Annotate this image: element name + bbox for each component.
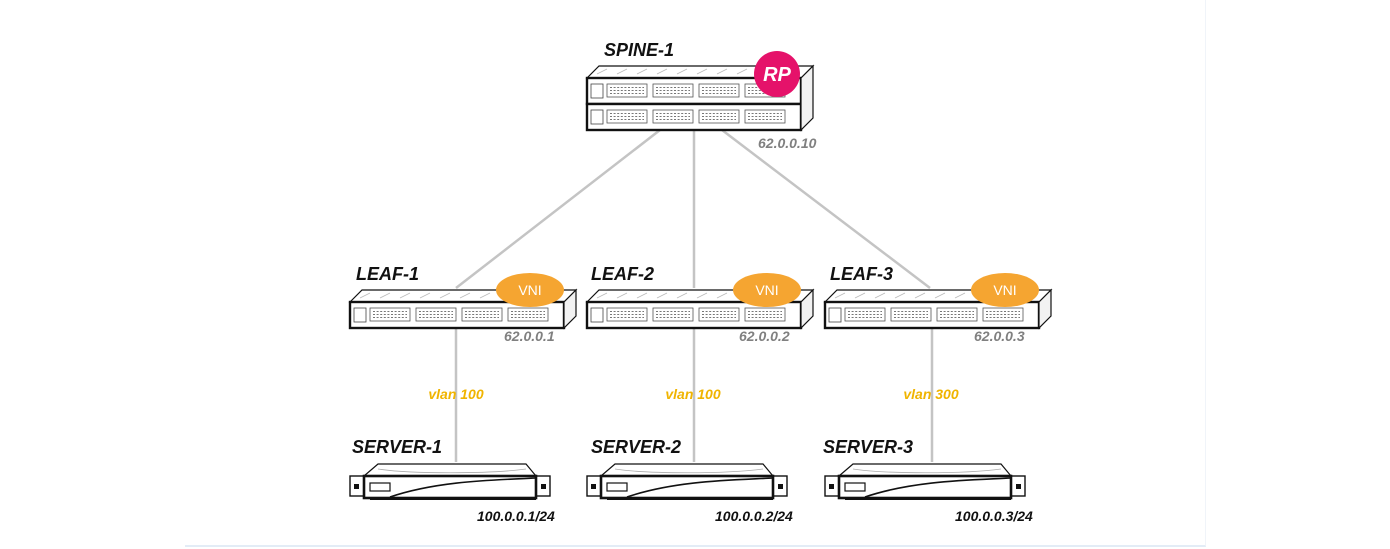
link-spine-leaf1 xyxy=(455,129,661,289)
vni-badge-label: VNI xyxy=(755,282,778,298)
rp-badge-label: RP xyxy=(763,64,791,86)
server-icon xyxy=(348,462,552,502)
vlan-label: vlan 100 xyxy=(665,386,720,402)
leaf-name: LEAF-1 xyxy=(356,264,419,284)
spine-name: SPINE-1 xyxy=(604,40,674,60)
server: SERVER-3 100.0.0.3/24 xyxy=(823,437,1033,524)
vlan-label: vlan 100 xyxy=(428,386,483,402)
server-icon xyxy=(823,462,1027,502)
leaf-ip: 62.0.0.2 xyxy=(739,328,790,344)
spine-ip: 62.0.0.10 xyxy=(758,135,817,151)
vlan-label: vlan 300 xyxy=(903,386,958,402)
link-spine-leaf3 xyxy=(721,129,931,289)
leaf-switch: LEAF-2 62.0.0.2 VNI vlan 100 xyxy=(587,264,813,402)
server: SERVER-2 100.0.0.2/24 xyxy=(585,437,793,524)
vni-badge-label: VNI xyxy=(993,282,1016,298)
rp-badge: RP xyxy=(754,51,800,97)
server-ip: 100.0.0.2/24 xyxy=(715,508,793,524)
vni-badge: VNI xyxy=(971,273,1039,307)
leaf-ip: 62.0.0.1 xyxy=(504,328,555,344)
leaf-switch: LEAF-3 62.0.0.3 VNI vlan 300 xyxy=(825,264,1051,402)
vni-badge: VNI xyxy=(733,273,801,307)
server-name: SERVER-3 xyxy=(823,437,913,457)
leaf-ip: 62.0.0.3 xyxy=(974,328,1025,344)
leaf-name: LEAF-3 xyxy=(830,264,893,284)
server-name: SERVER-2 xyxy=(591,437,681,457)
links xyxy=(454,129,934,462)
server-ip: 100.0.0.1/24 xyxy=(477,508,555,524)
server: SERVER-1 100.0.0.1/24 xyxy=(348,437,555,524)
spine-switch: SPINE-1 62.0.0.10 RP xyxy=(587,40,817,151)
server-icon xyxy=(585,462,789,502)
vni-badge: VNI xyxy=(496,273,564,307)
vni-badge-label: VNI xyxy=(518,282,541,298)
server-ip: 100.0.0.3/24 xyxy=(955,508,1033,524)
server-name: SERVER-1 xyxy=(352,437,442,457)
leaf-name: LEAF-2 xyxy=(591,264,654,284)
leaf-switch: LEAF-1 62.0.0.1 VNI vlan 100 xyxy=(350,264,576,402)
